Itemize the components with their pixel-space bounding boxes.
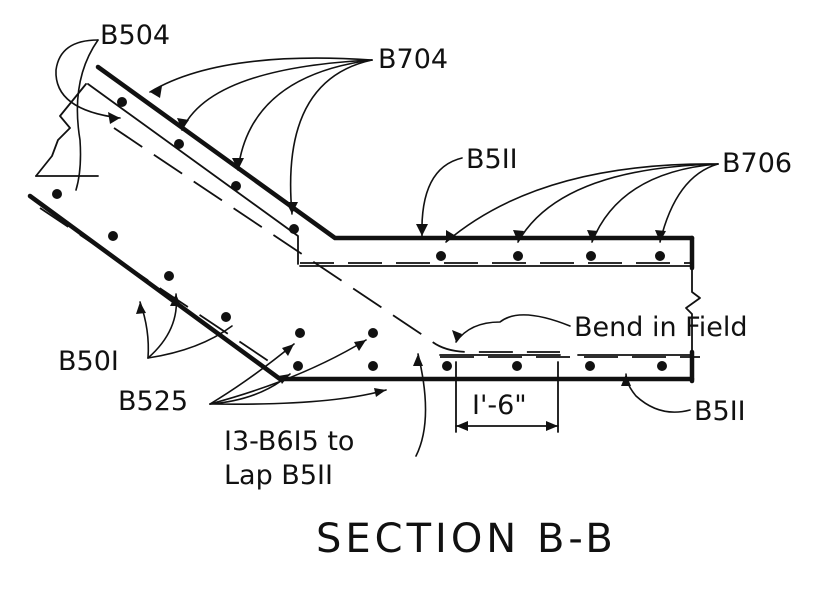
leader-b704-4: [289, 59, 373, 215]
rebar-dot: [442, 361, 452, 371]
bent-bar-b615-upper: [113, 127, 560, 353]
labels: B504 B704 B5II B706 Bend in Field B50I B…: [58, 20, 792, 562]
leader-b525-4: [209, 389, 387, 406]
lower-slab-bottom-edge: [27, 193, 695, 382]
arrowhead: [278, 374, 290, 384]
upper-slab-bottom-edge: [87, 83, 299, 265]
arrowhead: [170, 294, 181, 306]
slab-outline: [27, 64, 701, 384]
rebar-dot: [174, 139, 184, 149]
rebar-dot: [289, 224, 299, 234]
label-b525: B525: [118, 386, 188, 417]
leader-b501-3: [147, 325, 233, 359]
label-b501: B50I: [58, 346, 119, 377]
leaders: [55, 39, 719, 457]
arrowhead: [286, 202, 298, 214]
rebar-dot: [52, 189, 62, 199]
leader-b706-4: [659, 163, 719, 243]
arrowhead: [150, 86, 162, 98]
rebar-dot: [295, 328, 305, 338]
dimension-arrow-right: [546, 421, 558, 431]
rebar-dot: [293, 361, 303, 371]
label-note-line1: I3-B6I5 to: [224, 426, 354, 457]
leader-b706-2: [517, 163, 719, 243]
rebar-dot: [436, 251, 446, 261]
rebar-dot: [164, 271, 174, 281]
leader-b615-note: [415, 353, 427, 457]
arrowhead: [354, 340, 366, 351]
rebar-dot: [513, 251, 523, 261]
leader-b706-1: [445, 163, 719, 243]
arrowhead: [416, 224, 428, 236]
rebar-dot: [586, 251, 596, 261]
rebar-dot: [231, 181, 241, 191]
arrowhead: [621, 374, 631, 386]
label-note-line2: Lap B5II: [224, 460, 333, 491]
arrowhead: [413, 354, 423, 366]
arrowheads: [108, 86, 666, 397]
label-b504: B504: [100, 20, 170, 51]
label-b706: B706: [722, 148, 792, 179]
arrowhead: [136, 302, 146, 314]
arrowhead: [108, 112, 120, 124]
rebar-dots: [52, 97, 667, 371]
rebar-dot: [108, 231, 118, 241]
rebar-dot: [221, 312, 231, 322]
leader-b525-2: [209, 339, 367, 405]
leader-b511-top: [421, 157, 463, 237]
leader-b706-3: [591, 163, 719, 243]
dimension-label: I'-6": [472, 390, 527, 421]
leader-b504-lower: [75, 39, 99, 191]
arrowhead: [446, 230, 456, 242]
arrowhead: [374, 388, 386, 397]
arrowhead: [587, 230, 598, 242]
leader-b704-3: [237, 59, 373, 171]
rebar-dot: [512, 361, 522, 371]
arrowhead: [232, 158, 244, 170]
dimension-arrow-left: [456, 421, 468, 431]
upper-slab-top-edge: [95, 64, 695, 241]
leader-b504: [55, 39, 121, 119]
label-bend-in-field: Bend in Field: [574, 312, 747, 343]
rebar-dot: [585, 361, 595, 371]
arrowhead: [655, 230, 666, 242]
break-line-left: [35, 83, 87, 177]
rebar-dot: [117, 97, 127, 107]
lap-bars: [39, 127, 700, 363]
arrowhead: [177, 118, 189, 130]
section-title: SECTION B-B: [316, 516, 617, 562]
break-line-right: [685, 267, 701, 353]
label-b511-top: B5II: [466, 144, 518, 175]
leader-bend-in-field: [455, 314, 571, 343]
rebar-dot: [368, 361, 378, 371]
dimension-lap: I'-6": [455, 361, 559, 433]
leader-b704-2: [181, 59, 373, 131]
arrowhead: [282, 344, 294, 356]
rebar-dot: [657, 361, 667, 371]
arrowhead: [513, 230, 524, 242]
rebar-dot: [655, 251, 665, 261]
leader-b704-1: [149, 57, 373, 93]
rebar-dot: [368, 328, 378, 338]
label-b704: B704: [378, 44, 448, 75]
arrowhead: [452, 330, 462, 342]
label-b511-bottom: B5II: [694, 396, 746, 427]
